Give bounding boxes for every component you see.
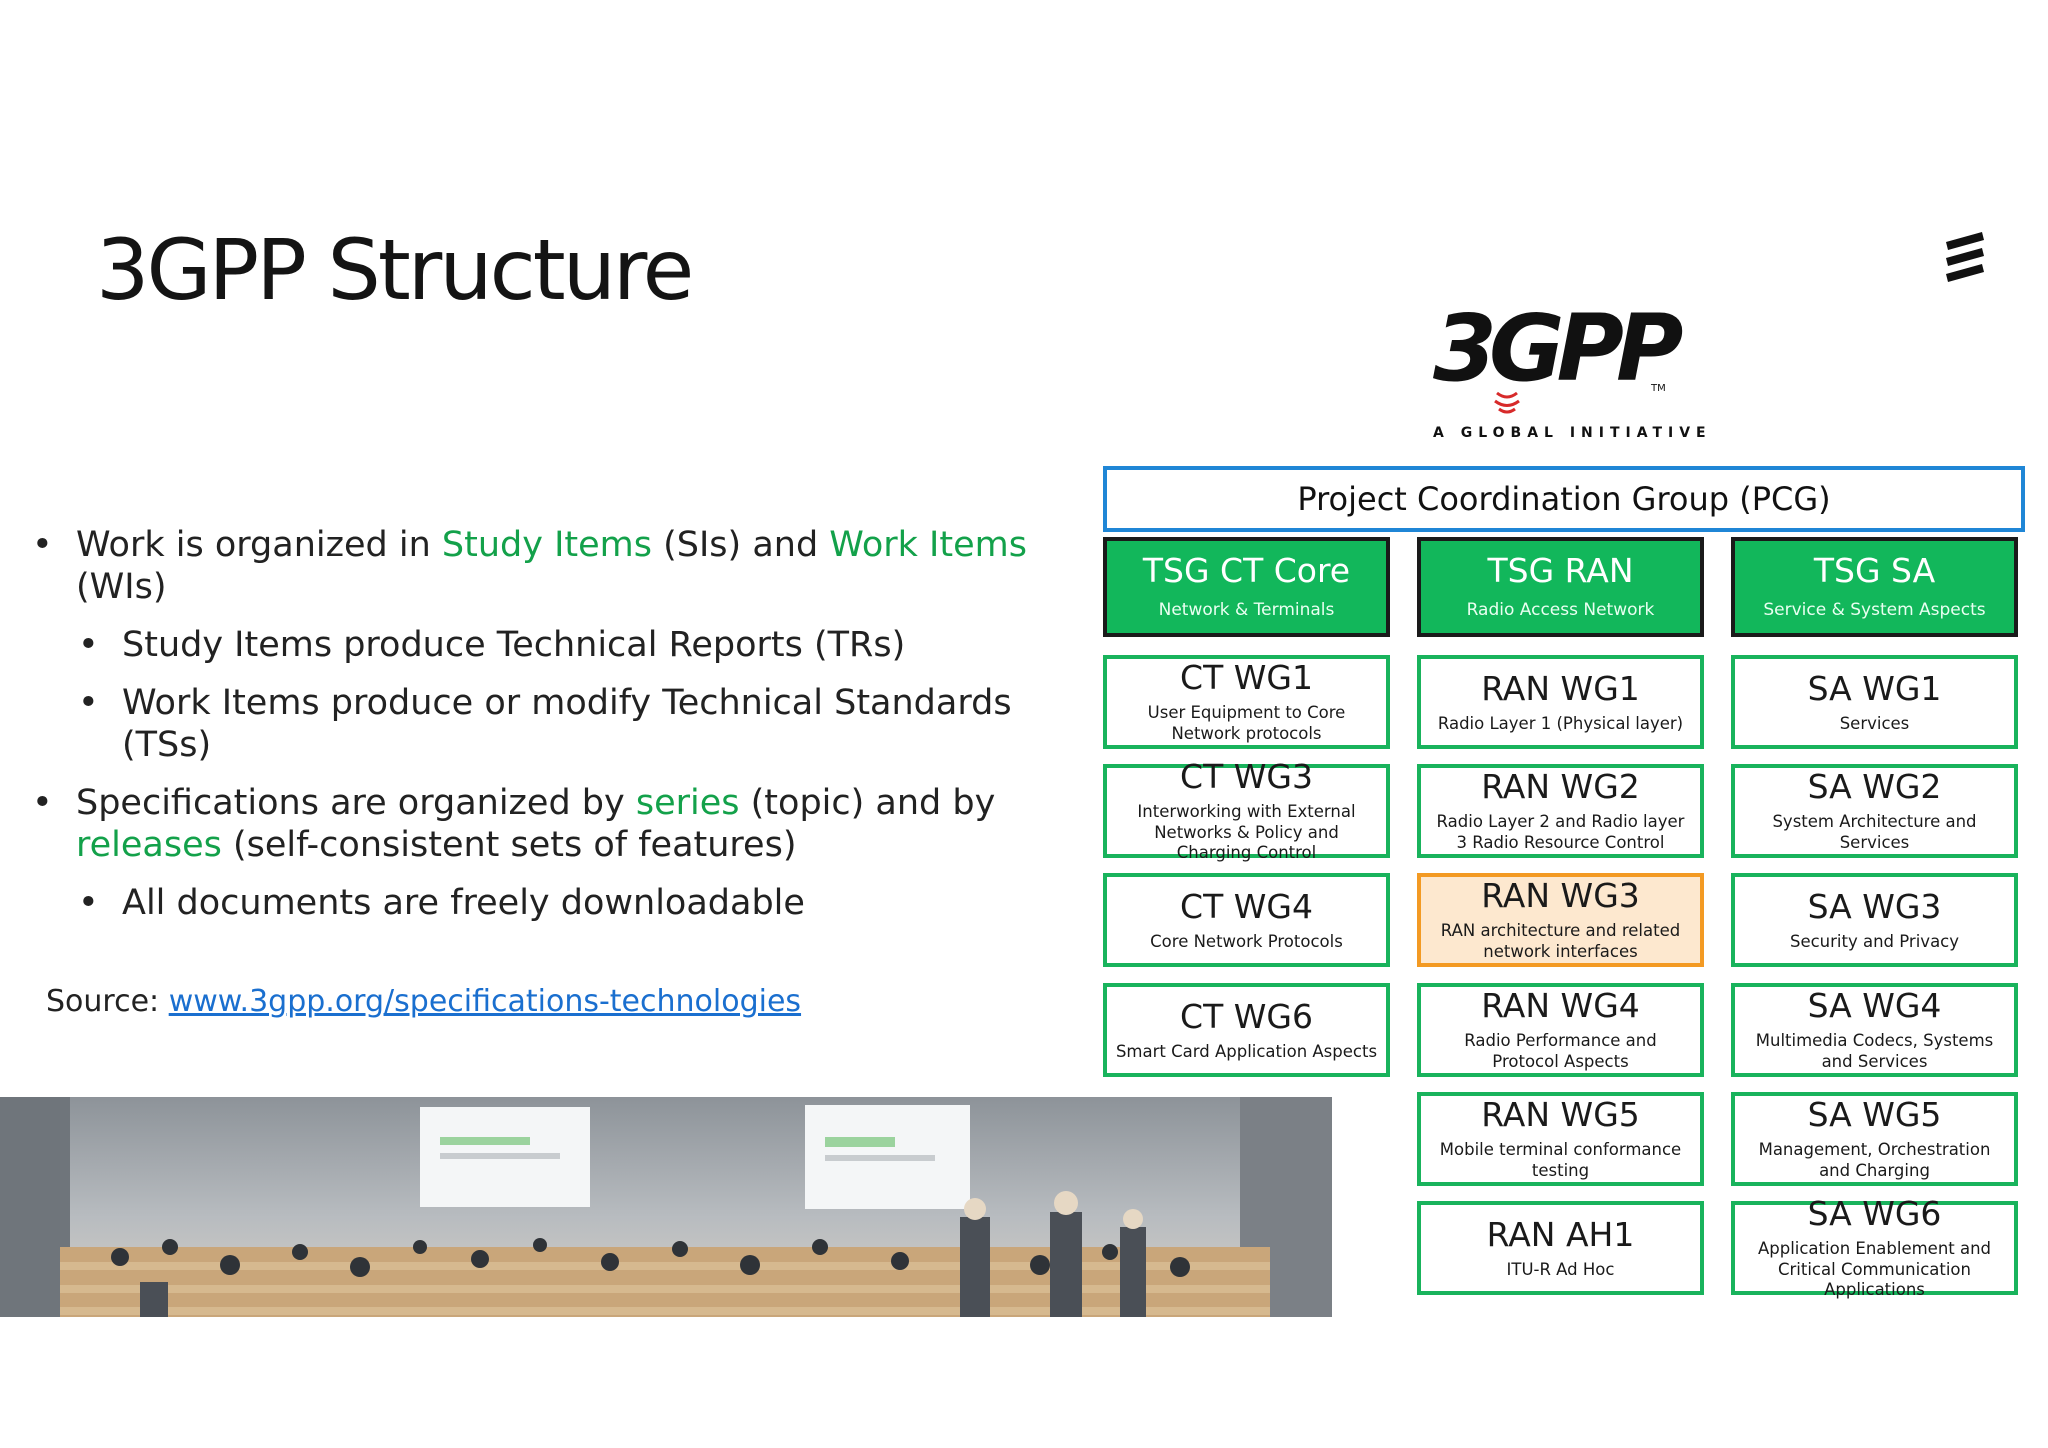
wg-name: RAN WG1 xyxy=(1481,668,1640,708)
highlighted-term: series xyxy=(635,783,740,823)
wg-name: SA WG6 xyxy=(1807,1194,1942,1234)
logo-mark: 3GPP xyxy=(1433,295,1683,402)
source-label: Source: xyxy=(46,984,169,1019)
wg-description: Core Network Protocols xyxy=(1150,931,1343,951)
tsg-title: TSG RAN xyxy=(1487,551,1634,591)
bullet-dot: • xyxy=(32,525,53,565)
tsg-box: TSG RAN Radio Access Network xyxy=(1417,537,1704,637)
bullet-dot: • xyxy=(78,625,99,665)
wg-name: RAN WG3 xyxy=(1481,876,1640,916)
bullet-text: (WIs) xyxy=(76,567,167,607)
bullet-dot: • xyxy=(78,683,99,723)
tsg-box: TSG SA Service & System Aspects xyxy=(1731,537,2018,637)
wg-description: Smart Card Application Aspects xyxy=(1115,1041,1378,1061)
wg-name: SA WG3 xyxy=(1807,886,1942,926)
wg-description: Services xyxy=(1839,713,1910,733)
wg-description: System Architecture and Services xyxy=(1772,812,1977,852)
bullet-dot: • xyxy=(32,783,53,823)
bullet-text: Work is organized in xyxy=(76,525,442,565)
bullet-item: • Work is organized in Study Items (SIs) … xyxy=(30,524,1080,608)
wg-name: SA WG2 xyxy=(1807,767,1942,807)
wg-name: CT WG1 xyxy=(1180,658,1313,698)
tsg-subtitle: Network & Terminals xyxy=(1158,600,1335,621)
wg-name: CT WG6 xyxy=(1180,996,1313,1036)
bullet-item: • Work Items produce or modify Technical … xyxy=(76,682,1080,766)
tsg-subtitle: Service & System Aspects xyxy=(1763,600,1986,621)
wg-name: CT WG3 xyxy=(1180,757,1313,797)
source-line: Source: www.3gpp.org/specifications-tech… xyxy=(46,984,801,1019)
bullet-item: • Study Items produce Technical Reports (… xyxy=(76,624,1080,666)
wg-name: RAN WG4 xyxy=(1481,986,1640,1026)
bullet-list: • Work is organized in Study Items (SIs) … xyxy=(30,524,1080,940)
wg-description: ITU-R Ad Hoc xyxy=(1506,1259,1615,1279)
wg-name: SA WG4 xyxy=(1807,986,1942,1026)
wg-description: Application Enablement and Critical Comm… xyxy=(1757,1239,1992,1300)
bullet-text: Study Items produce Technical Reports (T… xyxy=(122,625,906,665)
wg-name: CT WG4 xyxy=(1180,886,1313,926)
bullet-text: (self-consistent sets of features) xyxy=(221,825,797,865)
slide-title: 3GPP Structure xyxy=(96,221,694,319)
bullet-item: •Specifications are organized by series … xyxy=(30,782,1080,866)
highlighted-term: Work Items xyxy=(829,525,1027,565)
tsg-title: TSG CT Core xyxy=(1142,551,1351,591)
wg-name: SA WG1 xyxy=(1807,668,1942,708)
wg-description: User Equipment to Core Network protocols xyxy=(1147,703,1346,743)
bullet-text: All documents are freely downloadable xyxy=(122,883,805,923)
bullet-text: Work Items produce or modify Technical S… xyxy=(122,683,1012,765)
wg-description: Security and Privacy xyxy=(1789,931,1960,951)
wg-description: Radio Performance and Protocol Aspects xyxy=(1464,1031,1657,1071)
tsg-subtitle: Radio Access Network xyxy=(1466,600,1655,621)
tsg-title: TSG SA xyxy=(1813,551,1936,591)
wg-name: RAN AH1 xyxy=(1486,1214,1635,1254)
brand-mark-icon xyxy=(1946,232,1984,282)
wg-name: SA WG5 xyxy=(1807,1095,1942,1135)
highlighted-term: Study Items xyxy=(441,525,652,565)
bullet-text: Specifications are organized by xyxy=(76,783,636,823)
conference-hall-photo xyxy=(0,1097,1332,1317)
wg-description: Interworking with External Networks & Po… xyxy=(1137,802,1356,863)
bullet-text: (SIs) and xyxy=(651,525,830,565)
bullet-text: (topic) and by xyxy=(739,783,996,823)
wg-description: Mobile terminal conformance testing xyxy=(1439,1140,1682,1180)
wg-name: RAN WG5 xyxy=(1481,1095,1640,1135)
wg-name: RAN WG2 xyxy=(1481,767,1640,807)
logo-tm: TM xyxy=(1650,383,1666,394)
source-link[interactable]: www.3gpp.org/specifications-technologies xyxy=(168,984,802,1019)
wg-description: Management, Orchestration and Charging xyxy=(1758,1140,1991,1180)
highlighted-term: releases xyxy=(76,825,222,865)
bullet-item: • All documents are freely downloadable xyxy=(76,882,1080,924)
wg-description: RAN architecture and related network int… xyxy=(1440,921,1681,961)
wg-description: Multimedia Codecs, Systems and Services xyxy=(1755,1031,1994,1071)
pcg-box: Project Coordination Group (PCG) xyxy=(1103,466,2025,532)
bullet-dot: • xyxy=(78,883,99,923)
wg-description: Radio Layer 1 (Physical layer) xyxy=(1437,713,1684,733)
logo-tagline: A GLOBAL INITIATIVE xyxy=(1433,425,1705,441)
wg-description: Radio Layer 2 and Radio layer 3 Radio Re… xyxy=(1436,812,1685,852)
3gpp-logo: 3GPP TM A GLOBAL INITIATIVE xyxy=(1433,295,1705,441)
